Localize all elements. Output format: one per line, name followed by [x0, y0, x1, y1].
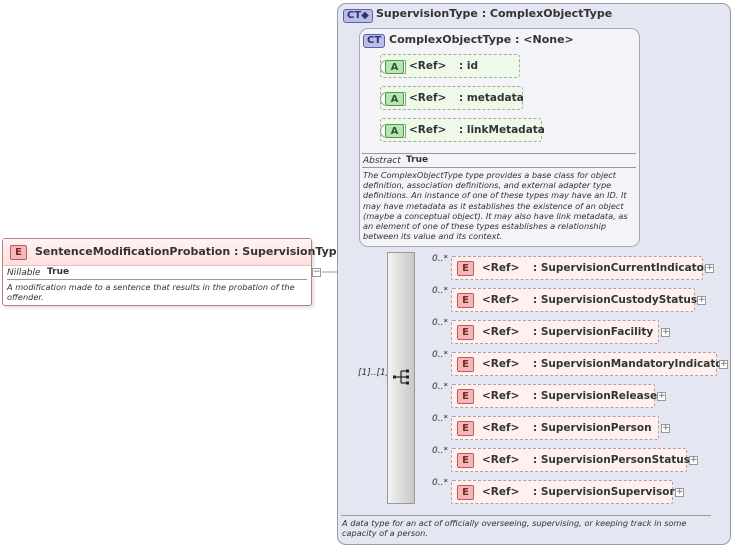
element-name: : SupervisionFacility [533, 326, 654, 338]
collapse-toggle-icon[interactable]: − [312, 267, 321, 277]
element-badge-icon: E [457, 453, 474, 468]
sequence-occurrence: [1]..[1] [358, 368, 390, 378]
element-occurrence: 0..* [432, 318, 448, 328]
abstract-key: Abstract [363, 156, 401, 166]
element-name: : SupervisionPersonStatus [533, 454, 691, 466]
root-element-name: SentenceModificationProbation [35, 245, 231, 258]
attribute-name: : linkMetadata [459, 124, 545, 136]
attribute-id[interactable]: A <Ref> : id [380, 54, 520, 78]
attribute-name: : metadata [459, 92, 524, 104]
expand-toggle-icon[interactable]: + [661, 327, 670, 337]
inner-divider [362, 167, 636, 168]
element-badge-icon: E [457, 261, 474, 276]
element-badge-icon: E [457, 357, 474, 372]
supervision-type-title: SupervisionType : ComplexObjectType [376, 7, 613, 20]
element-occurrence: 0..* [432, 254, 448, 264]
sequence-element-box[interactable]: E <Ref> : SupervisionPersonStatus [451, 448, 691, 472]
attribute-metadata[interactable]: A <Ref> : metadata [380, 86, 524, 110]
element-ref: <Ref> [482, 422, 520, 434]
root-element-title: SentenceModificationProbation : Supervis… [35, 245, 344, 258]
element-occurrence: 0..* [432, 382, 448, 392]
element-ref: <Ref> [482, 454, 520, 466]
element-name: : SupervisionRelease [533, 390, 658, 402]
sequence-element-box[interactable]: E <Ref> : SupervisionPerson [451, 416, 659, 440]
expand-toggle-icon[interactable]: + [705, 263, 714, 273]
element-ref: <Ref> [482, 358, 520, 370]
expand-toggle-icon[interactable]: + [719, 359, 728, 369]
element-ref: <Ref> [482, 326, 520, 338]
attribute-ref: <Ref> [409, 92, 447, 104]
attribute-badge-icon: A [385, 92, 404, 106]
element-occurrence: 0..* [432, 350, 448, 360]
root-element-header: E SentenceModificationProbation : Superv… [3, 239, 344, 266]
element-occurrence: 0..* [432, 414, 448, 424]
sequence-element-box[interactable]: E <Ref> : SupervisionCustodyStatus [451, 288, 698, 312]
root-element-box[interactable]: E SentenceModificationProbation : Superv… [2, 238, 344, 306]
element-name: : SupervisionCustodyStatus [533, 294, 698, 306]
element-badge-icon: E [457, 485, 474, 500]
sequence-element-box[interactable]: E <Ref> : SupervisionFacility [451, 320, 659, 344]
root-documentation: A modification made to a sentence that r… [7, 282, 295, 303]
attribute-badge-icon: A [385, 124, 404, 138]
sequence-icon [393, 369, 409, 385]
element-occurrence: 0..* [432, 286, 448, 296]
element-name: : SupervisionSupervisor [533, 486, 675, 498]
sequence-element-box[interactable]: E <Ref> : SupervisionSupervisor [451, 480, 675, 504]
expand-toggle-icon[interactable]: + [689, 455, 698, 465]
attribute-badge-icon: A [385, 60, 404, 74]
complex-type-badge-icon: CT◆ [343, 9, 373, 23]
expand-toggle-icon[interactable]: + [675, 487, 684, 497]
element-badge-icon: E [457, 293, 474, 308]
element-occurrence: 0..* [432, 478, 448, 488]
element-name: : SupervisionMandatoryIndicator [533, 358, 728, 370]
inner-complex-type-badge-icon: CT [363, 34, 386, 48]
complex-object-type-documentation: The ComplexObjectType type provides a ba… [363, 170, 628, 242]
attribute-ref: <Ref> [409, 60, 447, 72]
element-badge-icon: E [457, 325, 474, 340]
attribute-name: : id [459, 60, 478, 72]
element-ref: <Ref> [482, 262, 520, 274]
complex-object-type-title: ComplexObjectType : <None> [389, 33, 574, 46]
supervision-type-documentation: A data type for an act of officially ove… [342, 518, 687, 539]
element-name: : SupervisionPerson [533, 422, 652, 434]
sequence-element-box[interactable]: E <Ref> : SupervisionRelease [451, 384, 658, 408]
nillable-key: Nillable [7, 268, 41, 278]
expand-toggle-icon[interactable]: + [657, 391, 666, 401]
inner-divider-top [362, 153, 636, 154]
element-ref: <Ref> [482, 294, 520, 306]
element-ref: <Ref> [482, 390, 520, 402]
root-element-type: SupervisionType [242, 245, 345, 258]
element-occurrence: 0..* [432, 446, 448, 456]
element-ref: <Ref> [482, 486, 520, 498]
sequence-element-box[interactable]: E <Ref> : SupervisionCurrentIndicator [451, 256, 709, 280]
expand-toggle-icon[interactable]: + [697, 295, 706, 305]
sequence-element-box[interactable]: E <Ref> : SupervisionMandatoryIndicator [451, 352, 728, 376]
attribute-ref: <Ref> [409, 124, 447, 136]
abstract-value: True [406, 155, 429, 165]
nillable-value: True [47, 267, 70, 277]
element-badge-icon: E [10, 245, 27, 260]
root-element-separator: : [234, 245, 239, 258]
element-name: : SupervisionCurrentIndicator [533, 262, 710, 274]
attribute-link-metadata[interactable]: A <Ref> : linkMetadata [380, 118, 545, 142]
element-badge-icon: E [457, 421, 474, 436]
expand-toggle-icon[interactable]: + [661, 423, 670, 433]
root-divider [7, 279, 307, 280]
element-badge-icon: E [457, 389, 474, 404]
outer-divider [341, 515, 711, 516]
